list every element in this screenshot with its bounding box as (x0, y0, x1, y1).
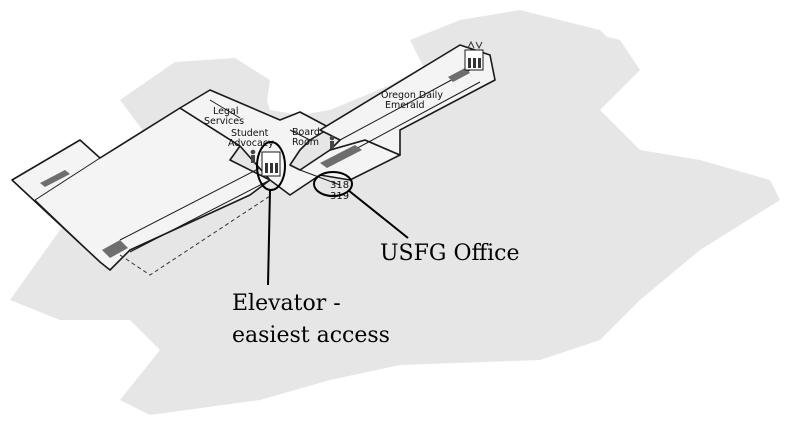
label-board-2: Room (292, 137, 319, 148)
usfg-highlight-ellipse (313, 171, 353, 197)
callout-usfg-office: USFG Office (380, 241, 520, 266)
wall-corridor-2 (129, 179, 271, 253)
label-room-319: 319 (330, 191, 349, 202)
wall-left-room (34, 157, 101, 201)
elevator-highlight-ellipse (256, 141, 286, 191)
elevator-icon (464, 40, 484, 71)
wall-right-corridor-2 (349, 81, 481, 153)
label-advocacy-1: Student (231, 128, 269, 139)
wall-legal (209, 99, 241, 119)
wall-corridor-1 (119, 167, 261, 241)
stairs-icon (320, 145, 362, 168)
stairs-group (40, 68, 470, 258)
label-emerald-1: Oregon Daily (381, 90, 443, 101)
stairs-icon (448, 68, 470, 82)
dashed-path (119, 195, 271, 276)
interior-walls (34, 69, 481, 263)
label-room-318: 318 (330, 180, 349, 191)
label-advocacy-2: Advocacy (228, 138, 274, 149)
stairs-icon (40, 170, 70, 187)
label-emerald-2: Emerald (385, 100, 425, 111)
callout-elevator-1: Elevator - (232, 291, 341, 316)
wall-left-room-2 (34, 199, 101, 263)
usfg-callout-line (347, 189, 409, 239)
callout-elevator-2: easiest access (232, 323, 390, 348)
label-board-1: Board (292, 127, 320, 138)
wall-right-corridor-1 (339, 69, 471, 141)
elevator-callout-line (267, 189, 271, 286)
wall-318 (299, 169, 341, 186)
central-section (179, 89, 401, 196)
wall-board (289, 129, 311, 141)
label-legal-1: Legal (213, 106, 238, 117)
restroom-icon (250, 149, 256, 163)
stairs-icon (102, 240, 128, 258)
left-wing (11, 107, 271, 271)
restroom-icon (329, 135, 335, 149)
label-legal-2: Services (204, 116, 244, 127)
elevator-icon (261, 151, 281, 177)
